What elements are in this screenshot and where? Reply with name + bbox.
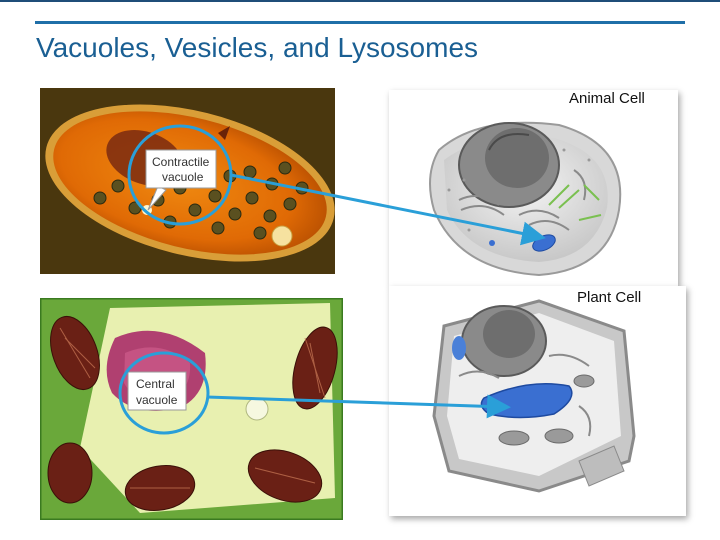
animal-cell-label: Animal Cell xyxy=(569,90,645,107)
plant-cell-diagram xyxy=(432,299,636,493)
plant-tissue-micrograph xyxy=(40,298,343,520)
slide-title: Vacuoles, Vesicles, and Lysosomes xyxy=(36,32,479,63)
animal-cell-card: Animal Cell xyxy=(389,90,678,286)
paramecium-micrograph xyxy=(40,88,335,274)
title-rule xyxy=(35,21,685,24)
animal-cell-diagram xyxy=(429,121,622,277)
plant-cell-label: Plant Cell xyxy=(577,289,642,306)
plant-cell-card: Plant Cell xyxy=(389,286,686,516)
slide-top-border xyxy=(0,0,720,2)
